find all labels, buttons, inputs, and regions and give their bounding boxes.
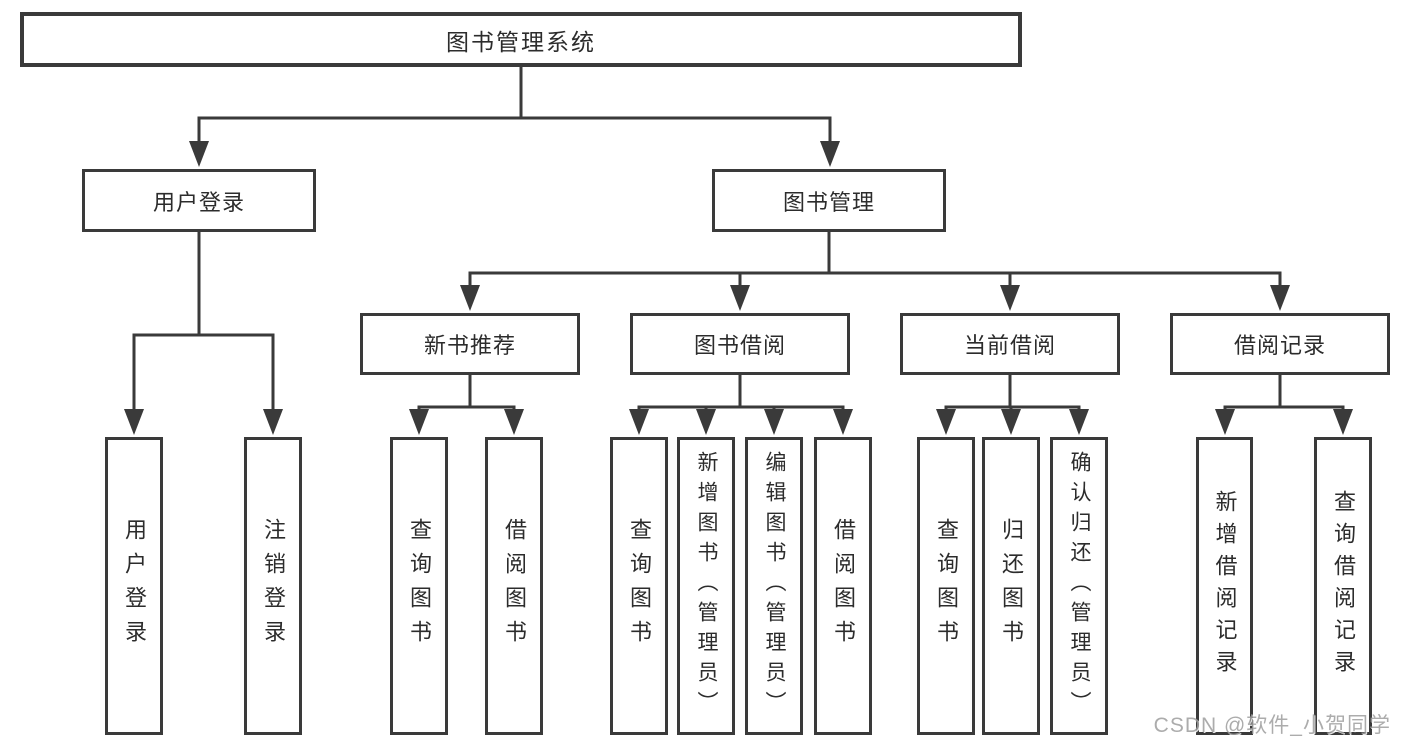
node-borrow-records: 借阅记录 — [1170, 313, 1390, 375]
node-borrow-books: 借阅图书 — [814, 437, 872, 735]
node-edit-books-admin: 编辑图书（管理员） — [745, 437, 803, 735]
node-return-books: 归还图书 — [982, 437, 1040, 735]
node-book-borrow: 图书借阅 — [630, 313, 850, 375]
node-logout: 注销登录 — [244, 437, 302, 735]
node-user-login-branch: 用户登录 — [82, 169, 316, 232]
node-confirm-return-admin: 确认归还（管理员） — [1050, 437, 1108, 735]
node-add-books-admin: 新增图书（管理员） — [677, 437, 735, 735]
node-borrow-books-recommend: 借阅图书 — [485, 437, 543, 735]
node-book-management: 图书管理 — [712, 169, 946, 232]
node-user-login: 用户登录 — [105, 437, 163, 735]
node-add-borrow-record: 新增借阅记录 — [1196, 437, 1253, 735]
node-library-management-system: 图书管理系统 — [20, 12, 1022, 67]
csdn-watermark: CSDN @软件_小贺同学 — [1153, 714, 1391, 737]
node-query-borrow-record: 查询借阅记录 — [1314, 437, 1372, 735]
node-new-book-recommend: 新书推荐 — [360, 313, 580, 375]
node-query-books-current: 查询图书 — [917, 437, 975, 735]
node-query-books-borrow: 查询图书 — [610, 437, 668, 735]
node-current-borrow: 当前借阅 — [900, 313, 1120, 375]
node-query-books-recommend: 查询图书 — [390, 437, 448, 735]
